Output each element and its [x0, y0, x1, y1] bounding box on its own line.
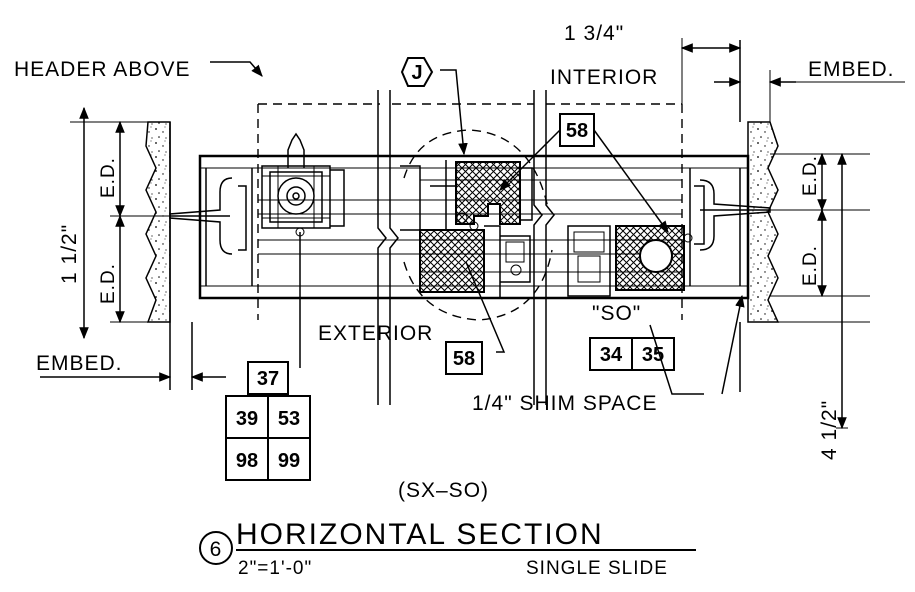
callout-53-text: 53 [278, 408, 300, 430]
callout-58-bottom: 58 [445, 341, 483, 375]
detail-callout-j: J [400, 57, 434, 87]
callout-58-bottom-text: 58 [453, 348, 475, 370]
ed-left-bottom-label: E.D. [98, 263, 119, 304]
callout-35-text: 35 [642, 344, 664, 366]
scale-label: 2"=1'-0" [238, 558, 312, 579]
dim-4-1-2-label: 4 1/2" [818, 400, 841, 460]
callout-58-top: 58 [559, 113, 595, 147]
section-number: 6 [210, 538, 223, 561]
callout-grid-39-53-98-99: 39 53 98 99 [225, 395, 311, 481]
exterior-sash [419, 221, 531, 299]
latch-mechanism [261, 132, 345, 237]
callout-34-35: 34 35 [589, 337, 675, 371]
callout-37: 37 [247, 361, 289, 395]
callout-99-text: 99 [278, 450, 300, 472]
dimension-lines [40, 38, 905, 430]
callout-58-top-text: 58 [566, 120, 588, 142]
detail-callout-j-text: J [411, 62, 422, 84]
header-above-label: HEADER ABOVE [14, 58, 191, 81]
single-slide-label: SINGLE SLIDE [526, 558, 668, 579]
callout-39-text: 39 [236, 408, 258, 430]
ed-right-top-label: E.D. [800, 155, 821, 196]
interior-label: INTERIOR [550, 66, 658, 89]
dim-1-3-4-label: 1 3/4" [564, 22, 624, 45]
right-concrete-wall [739, 40, 780, 392]
config-label: (SX–SO) [398, 479, 489, 502]
leader-lines [210, 61, 745, 395]
callout-98-text: 98 [236, 450, 258, 472]
embed-right-label: EMBED. [808, 58, 895, 81]
exterior-label: EXTERIOR [318, 322, 433, 345]
break-lines [377, 90, 555, 405]
left-jamb [169, 168, 253, 286]
detail-circle [403, 129, 553, 321]
ed-right-bottom-label: E.D. [800, 245, 821, 286]
fixed-panel [567, 225, 693, 297]
title-block: 6 HORIZONTAL SECTION 2"=1'-0" SINGLE SLI… [199, 518, 696, 579]
callout-34-text: 34 [600, 344, 623, 366]
ed-left-top-label: E.D. [98, 157, 119, 198]
section-title: HORIZONTAL SECTION [236, 518, 604, 551]
interior-sash [400, 160, 533, 231]
left-concrete-wall [145, 121, 193, 390]
shim-space-label: 1/4" SHIM SPACE [472, 392, 657, 415]
dim-1-1-2-label: 1 1/2" [58, 224, 81, 284]
callout-37-text: 37 [257, 368, 279, 390]
embed-left-label: EMBED. [36, 352, 123, 375]
so-label: "SO" [592, 302, 641, 325]
